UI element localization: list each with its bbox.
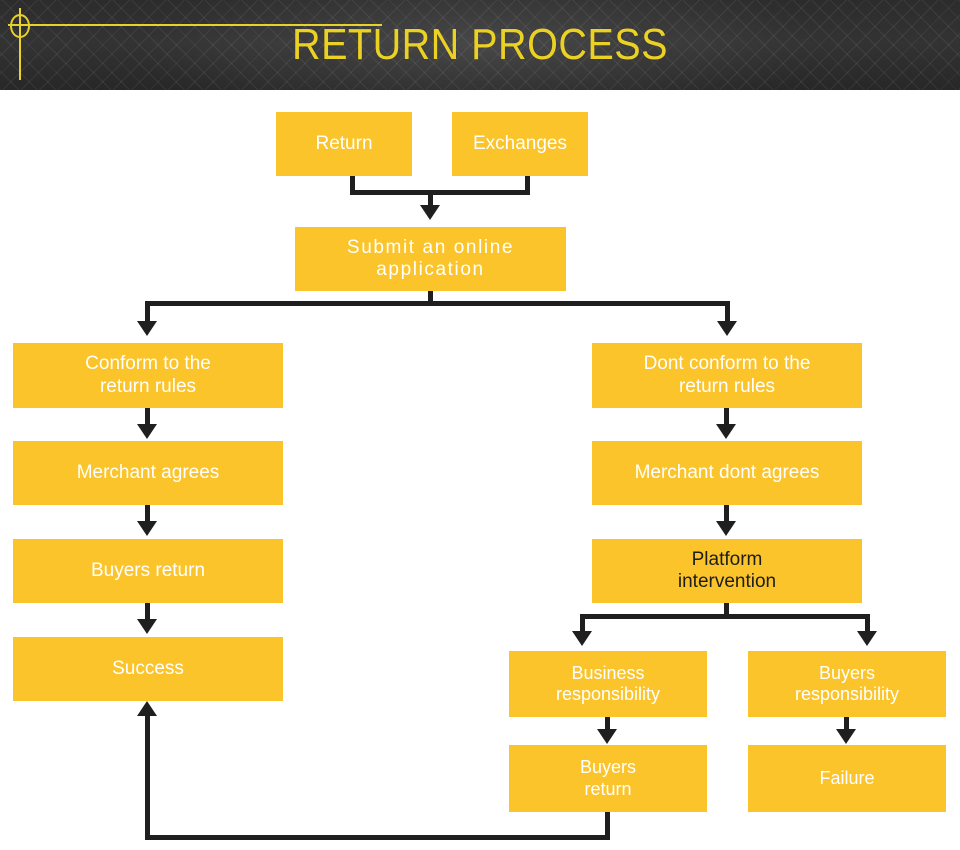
- connector-merchant-to-buyers-return: [145, 505, 150, 523]
- accent-horizontal-line: [8, 24, 382, 26]
- arrow-into-platform-intervention: [716, 521, 736, 536]
- page-title: RETURN PROCESS: [292, 20, 668, 69]
- arrow-into-success-top: [137, 619, 157, 634]
- connector-dont-conform-to-merchant-dont: [724, 408, 729, 426]
- node-business-responsibility[interactable]: Business responsibility: [509, 651, 707, 717]
- page-header: RETURN PROCESS: [0, 0, 960, 90]
- connector-return-down: [350, 176, 355, 195]
- node-conform-to-return-rules[interactable]: Conform to the return rules: [13, 343, 283, 408]
- node-failure[interactable]: Failure: [748, 745, 946, 812]
- connector-platform-stem: [724, 603, 729, 619]
- arrow-into-buyers-return-sub: [597, 729, 617, 744]
- arrow-into-success-bottom: [137, 701, 157, 716]
- node-buyers-return-sub[interactable]: Buyers return: [509, 745, 707, 812]
- connector-platform-split-left: [580, 614, 585, 633]
- connector-buyers-resp-to-failure: [844, 717, 849, 730]
- connector-merge-horizontal: [350, 190, 530, 195]
- node-success[interactable]: Success: [13, 637, 283, 701]
- node-merchant-agrees[interactable]: Merchant agrees: [13, 441, 283, 505]
- connector-platform-split-right: [865, 614, 870, 633]
- connector-split-left: [145, 301, 150, 323]
- node-buyers-return-left[interactable]: Buyers return: [13, 539, 283, 603]
- connector-loopback-down: [605, 812, 610, 840]
- arrow-into-merchant-dont-agrees: [716, 424, 736, 439]
- node-platform-intervention[interactable]: Platform intervention: [592, 539, 862, 603]
- connector-loopback-up: [145, 716, 150, 838]
- node-exchanges[interactable]: Exchanges: [452, 112, 588, 176]
- connector-merge-stem: [428, 190, 433, 207]
- connector-business-to-buyers-return: [605, 717, 610, 730]
- arrow-into-failure: [836, 729, 856, 744]
- arrow-into-buyers-return-left: [137, 521, 157, 536]
- connector-exchanges-down: [525, 176, 530, 195]
- connector-loopback-horizontal: [145, 835, 610, 840]
- node-merchant-dont-agrees[interactable]: Merchant dont agrees: [592, 441, 862, 505]
- connector-buyers-return-to-success: [145, 603, 150, 621]
- connector-merchant-dont-to-platform: [724, 505, 729, 523]
- arrow-into-submit: [420, 205, 440, 220]
- node-submit-online-application[interactable]: Submit an online application: [295, 227, 566, 291]
- arrow-into-business-responsibility: [572, 631, 592, 646]
- connector-split-horizontal: [145, 301, 730, 306]
- arrow-into-buyers-responsibility: [857, 631, 877, 646]
- connector-split-right: [725, 301, 730, 323]
- connector-submit-stem: [428, 291, 433, 306]
- connector-conform-to-merchant: [145, 408, 150, 426]
- arrow-into-merchant-agrees: [137, 424, 157, 439]
- connector-platform-split-horizontal: [580, 614, 870, 619]
- accent-ellipse-icon: [10, 14, 30, 38]
- arrow-into-dont-conform: [717, 321, 737, 336]
- node-buyers-responsibility[interactable]: Buyers responsibility: [748, 651, 946, 717]
- node-return[interactable]: Return: [276, 112, 412, 176]
- arrow-into-conform: [137, 321, 157, 336]
- accent-vertical-line: [19, 8, 21, 80]
- node-dont-conform-to-return-rules[interactable]: Dont conform to the return rules: [592, 343, 862, 408]
